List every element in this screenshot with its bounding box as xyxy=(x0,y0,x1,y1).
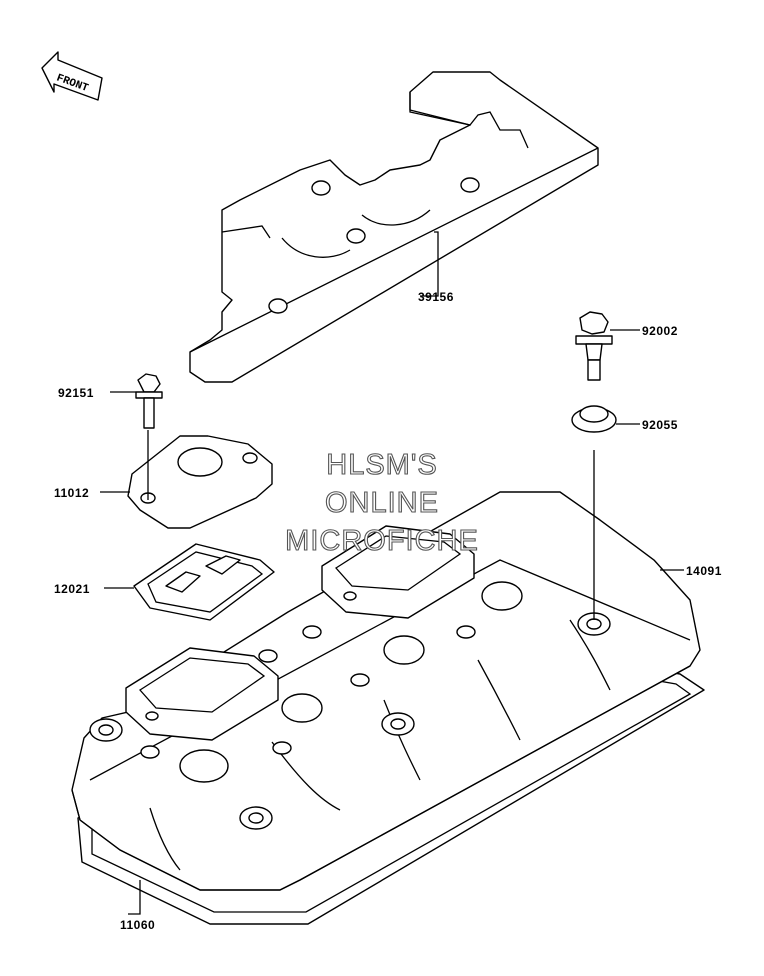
part-39156-plate[interactable] xyxy=(189,71,599,383)
watermark-line-2: ONLINE xyxy=(325,487,439,519)
label-92055[interactable]: 92055 xyxy=(642,418,678,432)
label-39156[interactable]: 39156 xyxy=(418,290,454,304)
label-92002[interactable]: 92002 xyxy=(642,324,678,338)
leader-39156 xyxy=(420,231,439,297)
front-arrow-icon: FRONT xyxy=(41,51,103,101)
label-92151[interactable]: 92151 xyxy=(58,386,94,400)
leader-11060 xyxy=(128,880,141,915)
label-11060[interactable]: 11060 xyxy=(120,918,155,932)
part-12021-gasket[interactable] xyxy=(133,543,275,621)
part-11012-cover[interactable] xyxy=(127,435,273,529)
label-11012[interactable]: 11012 xyxy=(54,486,89,500)
watermark: HLSM'S ONLINE MICROFICHE xyxy=(285,448,479,557)
part-14091-head-cover[interactable] xyxy=(71,491,701,891)
label-14091[interactable]: 14091 xyxy=(686,564,722,578)
part-92002-bolt[interactable] xyxy=(575,311,613,381)
part-92055-grommet[interactable] xyxy=(571,405,617,433)
watermark-line-1: HLSM'S xyxy=(326,449,437,481)
part-92151-bolt[interactable] xyxy=(135,373,163,429)
watermark-line-3: MICROFICHE xyxy=(285,525,479,557)
label-12021[interactable]: 12021 xyxy=(54,582,90,596)
